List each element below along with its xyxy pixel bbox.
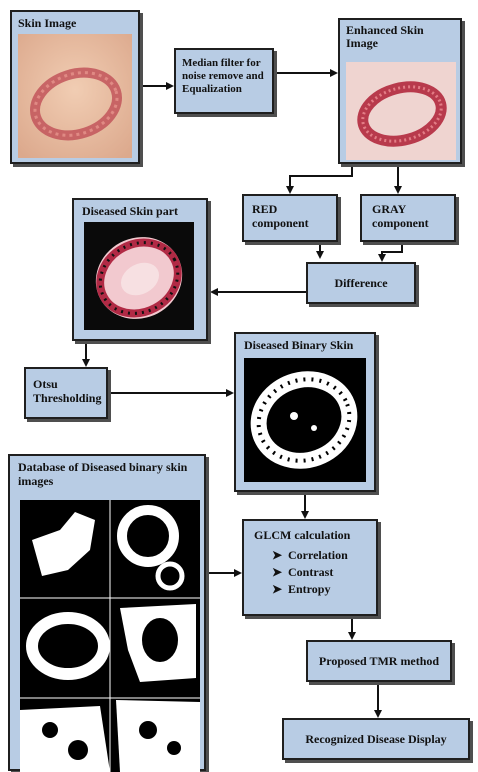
arrowhead-bullet-icon: ➤ [272,564,288,581]
skin-photo [18,34,132,158]
otsu-box: Otsu Thresholding [24,367,108,419]
otsu-label: Otsu Thresholding [33,377,102,405]
binary-skin-label: Diseased Binary Skin [244,338,370,352]
diseased-part-photo [84,222,194,330]
recognized-label: Recognized Disease Display [305,732,446,746]
glcm-feature-list: ➤Correlation ➤Contrast ➤Entropy [272,547,348,598]
diseased-skin-part-label: Diseased Skin part [82,204,202,218]
gray-component-box: GRAY component [360,194,456,242]
median-filter-label: Median filter for noise remove and Equal… [182,57,268,96]
red-component-box: RED component [242,194,338,242]
database-image-grid [20,500,200,772]
red-component-label: RED component [252,202,332,230]
arrow-gray-to-difference [382,242,402,260]
arrowhead-bullet-icon: ➤ [272,581,288,598]
skin-image-box: Skin Image [10,10,140,164]
gray-component-label: GRAY component [372,202,450,230]
skin-image-label: Skin Image [18,16,134,30]
arrow-enhanced-to-red [290,164,352,192]
difference-label: Difference [334,276,387,290]
difference-box: Difference [306,262,416,304]
enhanced-skin-label: Enhanced Skin Image [346,24,456,50]
enhanced-skin-box: Enhanced Skin Image [338,18,462,164]
glcm-item: ➤Correlation [272,547,348,564]
glcm-item: ➤Contrast [272,564,348,581]
glcm-box: GLCM calculation ➤Correlation ➤Contrast … [242,519,378,616]
binary-skin-image [244,358,366,482]
glcm-item: ➤Entropy [272,581,348,598]
database-box: Database of Diseased binary skin images [8,454,206,771]
recognized-box: Recognized Disease Display [282,718,470,760]
database-label: Database of Diseased binary skin images [18,460,200,488]
median-filter-box: Median filter for noise remove and Equal… [174,48,274,114]
diseased-skin-part-box: Diseased Skin part [72,198,208,341]
tmr-label: Proposed TMR method [319,654,439,668]
binary-skin-box: Diseased Binary Skin [234,332,376,492]
glcm-title: GLCM calculation [254,528,372,542]
tmr-box: Proposed TMR method [306,640,452,682]
enhanced-photo [346,62,456,160]
arrowhead-bullet-icon: ➤ [272,547,288,564]
